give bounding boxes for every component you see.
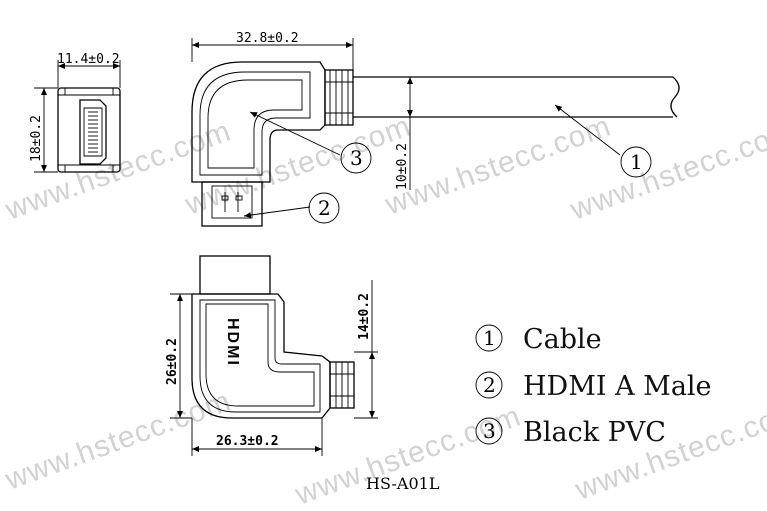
legend: 1 Cable 2 HDMI A Male 3 Black PVC <box>475 324 712 448</box>
legend-item-3: 3 Black PVC <box>475 417 666 448</box>
legend-num: 1 <box>483 326 496 350</box>
legend-num: 3 <box>483 419 496 443</box>
dim-cable-diameter: 10±0.2 <box>395 143 410 190</box>
legend-label: Cable <box>523 324 602 355</box>
watermark-text: www.hstecc.com <box>570 394 767 507</box>
dim-side-width: 26.3±0.2 <box>216 434 279 449</box>
callout-2: 2 <box>318 196 331 220</box>
dim-top-length: 32.8±0.2 <box>236 31 299 46</box>
dim-front-width: 11.4±0.2 <box>57 52 120 67</box>
front-view: 11.4±0.2 18±0.2 <box>29 52 121 173</box>
legend-item-1: 1 Cable <box>475 324 602 355</box>
model-number: HS-A01L <box>366 474 440 493</box>
legend-num: 2 <box>483 373 496 397</box>
dim-side-offset: 14±0.2 <box>357 293 372 340</box>
legend-item-2: 2 HDMI A Male <box>475 371 712 402</box>
legend-label: HDMI A Male <box>523 371 712 402</box>
pins <box>88 111 98 153</box>
top-view: 32.8±0.2 10±0.2 1 3 2 <box>191 31 680 227</box>
watermark-text: www.hstecc.com <box>0 384 235 497</box>
dim-side-height: 26±0.2 <box>165 338 180 385</box>
callout-1: 1 <box>630 150 643 174</box>
callout-3: 3 <box>350 146 363 170</box>
dim-front-height: 18±0.2 <box>29 115 44 162</box>
legend-label: Black PVC <box>523 417 666 448</box>
side-hdmi-logo: HDMI <box>224 318 241 367</box>
side-view: HDMI 26±0.2 26.3±0.2 14±0.2 <box>165 255 378 456</box>
